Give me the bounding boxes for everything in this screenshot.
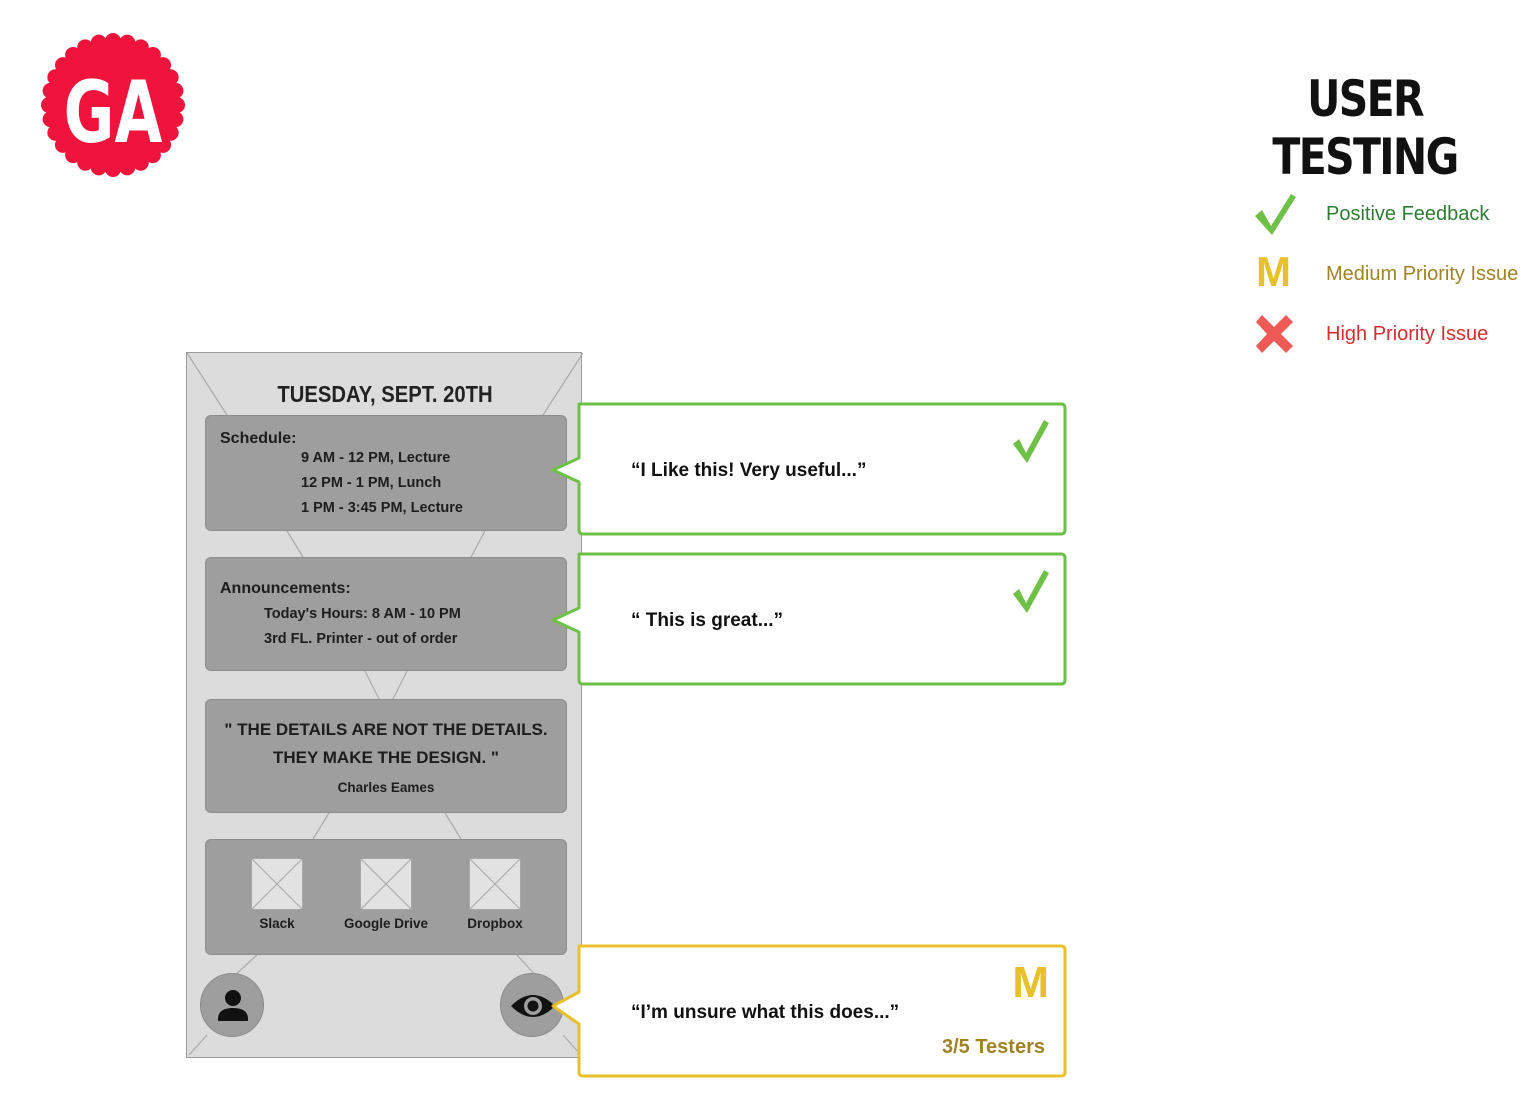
callout-bubble	[551, 552, 1067, 686]
callout-bubble	[551, 402, 1067, 536]
quote-author: Charles Eames	[337, 780, 435, 795]
quote-line-1: " THE DETAILS ARE NOT THE DETAILS.	[224, 720, 548, 739]
feedback-quote: “I’m unsure what this does...”	[631, 1002, 900, 1023]
image-placeholder-icon	[469, 858, 521, 910]
check-icon	[1013, 570, 1049, 613]
date-heading: TUESDAY, SEPT. 20TH	[277, 381, 493, 407]
quote-line-2: THEY MAKE THE DESIGN. "	[273, 748, 499, 767]
legend-medium: M Medium Priority Issue	[1252, 248, 1532, 296]
user-icon	[218, 990, 248, 1021]
check-icon	[1013, 420, 1049, 463]
feedback-quote: “ This is great...”	[631, 610, 784, 631]
app-label-slack: Slack	[259, 916, 295, 931]
announcements-card[interactable]: Announcements: Today's Hours: 8 AM - 10 …	[205, 557, 567, 671]
check-icon	[1255, 194, 1296, 235]
apps-card: Slack Google Drive Dropbox	[205, 839, 567, 955]
phone-wireframe: TUESDAY, SEPT. 20TH Schedule: 9 AM - 12 …	[186, 352, 583, 1058]
legend-high: High Priority Issue	[1252, 312, 1532, 356]
m-letter-icon: M	[1012, 958, 1049, 1007]
app-label-google-drive: Google Drive	[343, 916, 429, 931]
feedback-quote: “I Like this! Very useful...”	[631, 460, 867, 481]
announcements-label: Announcements:	[220, 580, 351, 597]
logo-text: GA	[64, 62, 163, 163]
legend-label-medium: Medium Priority Issue	[1326, 263, 1519, 285]
x-cross-icon	[1256, 315, 1293, 353]
m-letter-icon: M	[1256, 248, 1291, 295]
profile-button[interactable]	[200, 973, 264, 1037]
feedback-callout-2: “ This is great...”	[549, 552, 1067, 688]
legend-positive: Positive Feedback	[1252, 192, 1532, 236]
schedule-line: 12 PM - 1 PM, Lunch	[301, 475, 442, 491]
schedule-line: 9 AM - 12 PM, Lecture	[301, 450, 451, 466]
legend-label-high: High Priority Issue	[1326, 323, 1489, 345]
quote-card: " THE DETAILS ARE NOT THE DETAILS. THEY …	[205, 699, 567, 813]
announcement-line: 3rd FL. Printer - out of order	[264, 631, 458, 647]
app-label-dropbox: Dropbox	[467, 916, 523, 931]
schedule-card[interactable]: Schedule: 9 AM - 12 PM, Lecture 12 PM - …	[205, 415, 567, 531]
page-title: USER TESTING	[1272, 70, 1459, 186]
schedule-line: 1 PM - 3:45 PM, Lecture	[301, 500, 463, 516]
schedule-label: Schedule:	[220, 430, 297, 447]
image-placeholder-icon	[251, 858, 303, 910]
ga-logo: GA	[41, 33, 185, 177]
testers-count: 3/5 Testers	[941, 1036, 1045, 1058]
feedback-callout-1: “I Like this! Very useful...”	[549, 402, 1067, 538]
eye-icon	[511, 995, 555, 1017]
image-placeholder-icon	[360, 858, 412, 910]
feedback-callout-3: “I’m unsure what this does...” M 3/5 Tes…	[549, 944, 1067, 1080]
legend-label-positive: Positive Feedback	[1326, 203, 1490, 225]
announcement-line: Today's Hours: 8 AM - 10 PM	[264, 606, 461, 622]
callout-bubble	[551, 944, 1067, 1078]
